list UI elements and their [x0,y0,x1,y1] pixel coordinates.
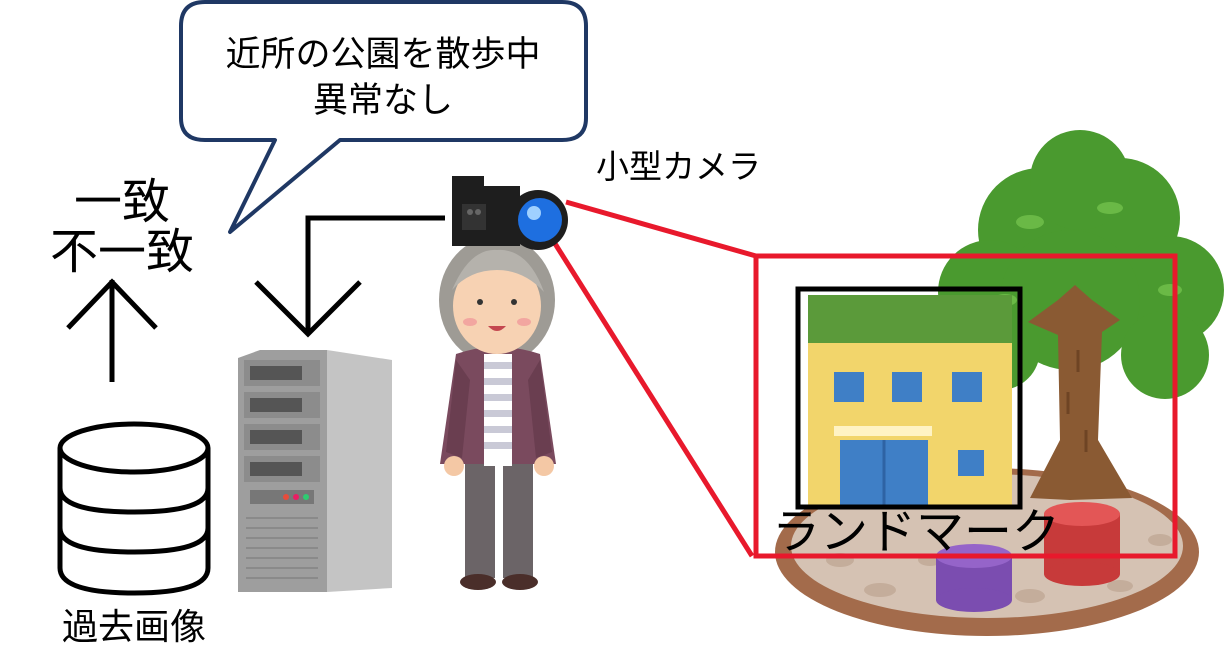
speech-line-1: 近所の公園を散歩中 [225,35,541,75]
database-icon [57,421,211,596]
camera-view-lines [551,199,757,558]
past-images-label: 過去画像 [62,607,207,648]
building-icon [808,295,1012,506]
speech-bubble [179,0,588,234]
down-arrow [254,215,445,338]
camera-icon [452,176,568,250]
landmark-box [795,286,1023,510]
speech-bubble-text: 近所の公園を散歩中 異常なし [182,32,584,124]
mismatch-label: 不一致 [50,224,195,280]
person-icon [439,236,556,590]
camera-label: 小型カメラ [596,147,761,186]
landmark-label: ランドマーク [772,504,1061,560]
stool-red [1044,502,1120,586]
server-icon [238,350,392,592]
up-arrow [66,278,158,382]
match-label: 一致 [74,174,171,230]
camera-frame [753,253,1178,559]
speech-line-2: 異常なし [312,81,453,121]
